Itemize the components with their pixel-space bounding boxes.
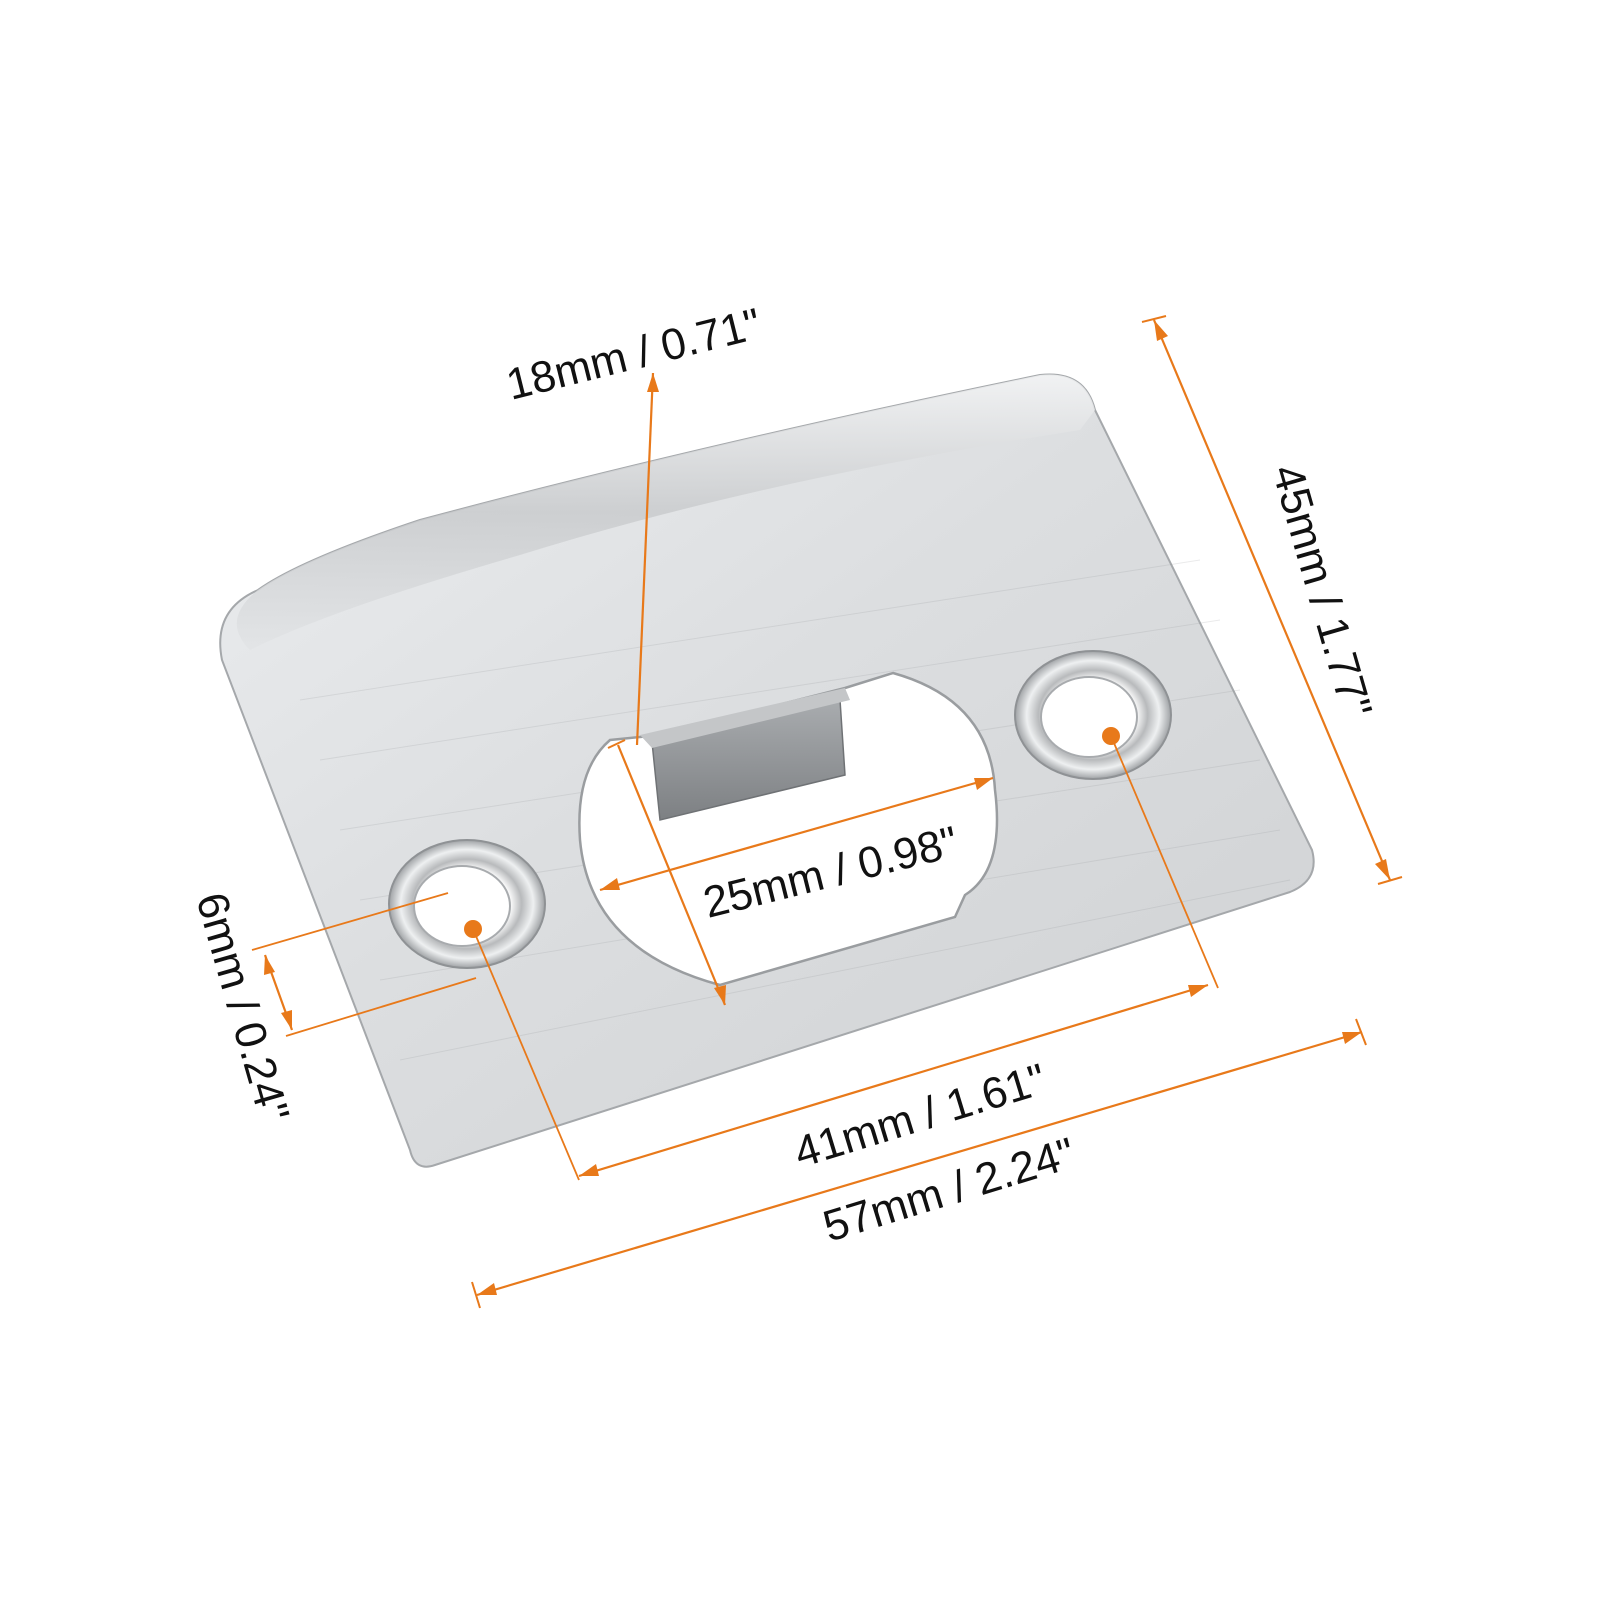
screw-hole-right (1014, 650, 1172, 780)
screw-hole-left (388, 839, 546, 969)
plate-lip (236, 374, 1095, 650)
hole-diameter-label: 6mm / 0.24" (186, 887, 298, 1127)
strike-plate (219, 373, 1315, 1168)
plate-height-label: 45mm / 1.77" (1262, 459, 1381, 723)
opening-height-label: 18mm / 0.71" (502, 299, 766, 409)
